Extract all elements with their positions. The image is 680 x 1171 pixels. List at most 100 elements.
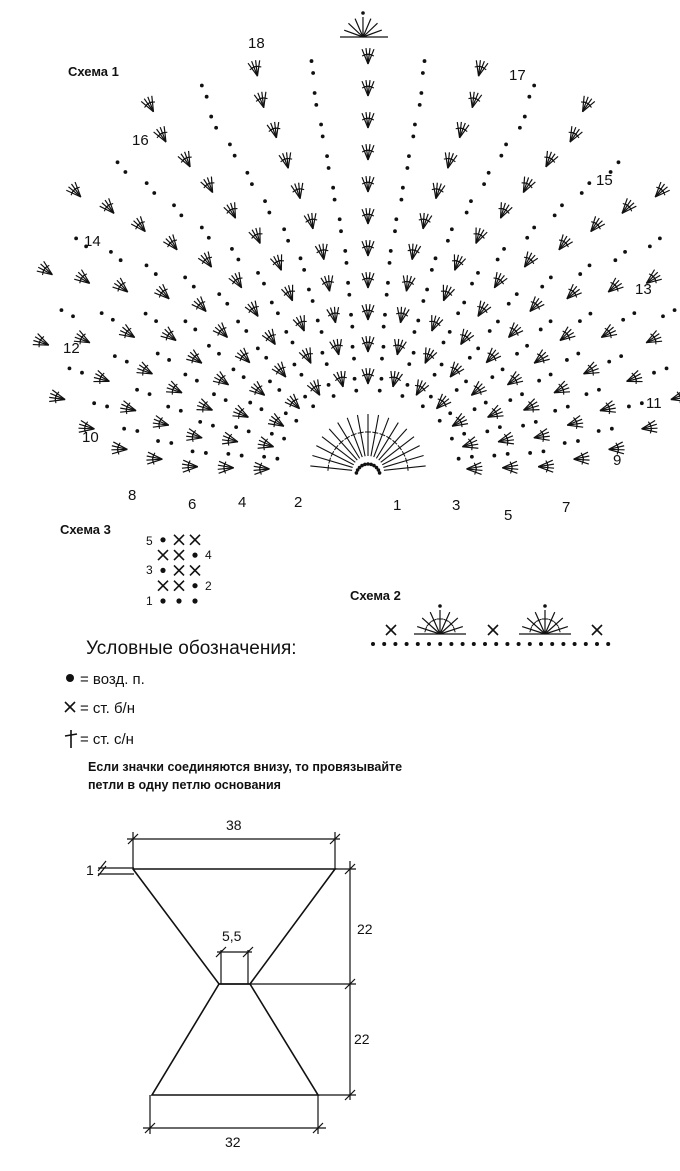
- stitch-cluster: [253, 91, 268, 109]
- chain-dot: [502, 247, 506, 251]
- stitch-cluster: [573, 451, 590, 465]
- stitch-cluster: [506, 371, 524, 386]
- chain-dot: [350, 344, 355, 349]
- chain-dot: [92, 401, 97, 406]
- chain-dot: [74, 236, 79, 241]
- chain-dot: [462, 300, 467, 305]
- chain-dot: [226, 451, 231, 456]
- chain-dot: [416, 318, 421, 323]
- chain-dot: [525, 235, 530, 240]
- row-number-8: 8: [128, 487, 136, 504]
- stitch-cluster: [407, 243, 422, 260]
- chain-dot: [419, 91, 424, 95]
- stitch-cluster: [497, 431, 515, 446]
- scheme-2-row: [371, 604, 611, 646]
- chain-dot: [193, 327, 198, 332]
- chain-dot: [469, 454, 474, 459]
- stitch-cluster: [267, 413, 285, 428]
- chain-dot: [469, 199, 473, 204]
- chain-dot: [496, 319, 500, 324]
- shell-fan: [414, 604, 466, 635]
- chain-dot: [154, 319, 158, 324]
- chain-dot: [606, 642, 611, 646]
- chain-dot: [122, 426, 127, 431]
- chain-dot: [315, 318, 320, 323]
- chain-dot: [143, 311, 148, 316]
- stitch-cluster: [361, 208, 375, 225]
- chain-dot: [608, 170, 613, 174]
- chain-dot: [672, 308, 677, 313]
- chain-dot: [657, 236, 662, 241]
- chain-dot: [616, 160, 621, 165]
- chain-dot: [387, 260, 392, 265]
- stitch-cluster: [163, 234, 178, 251]
- chain-dot: [565, 404, 570, 409]
- chain-dot: [552, 213, 557, 218]
- chain-dot: [483, 642, 487, 646]
- chain-dot: [613, 258, 618, 263]
- row-number-5: 5: [504, 507, 512, 524]
- legend: Условные обозначения: = возд. п. = ст. б…: [64, 638, 402, 792]
- chain-dot: [400, 394, 405, 398]
- stitch-cluster: [298, 347, 313, 364]
- chain-dot: [538, 327, 543, 332]
- chain-dot: [470, 281, 474, 286]
- chain-dot: [80, 370, 84, 375]
- chain-dot: [393, 642, 398, 646]
- cross-mark: [157, 549, 169, 561]
- chain-dot: [311, 71, 316, 75]
- chain-dot: [499, 153, 504, 158]
- chain-dot: [386, 280, 390, 285]
- stitch-cluster: [361, 240, 375, 257]
- chain-dot: [167, 358, 171, 362]
- chain-dot: [374, 465, 379, 470]
- stitch-cluster: [200, 176, 215, 193]
- dot-icon: [66, 674, 74, 682]
- row-number-16: 16: [132, 132, 149, 149]
- stitch-cluster: [553, 380, 571, 395]
- stitch-cluster: [234, 347, 251, 364]
- chain-dot: [417, 102, 422, 107]
- stitch-cluster: [402, 275, 416, 292]
- row-number-13: 13: [635, 281, 652, 298]
- stitch-cluster: [292, 315, 307, 332]
- chain-dot: [627, 404, 631, 409]
- shell-fan: [519, 604, 571, 635]
- chain-dot: [337, 217, 342, 222]
- chain-dot: [382, 642, 387, 646]
- chain-dot: [505, 642, 510, 646]
- chain-dot: [381, 344, 386, 349]
- chain-dot: [583, 642, 588, 646]
- stitch-cluster: [361, 304, 375, 321]
- scheme-1-title: Схема 1: [68, 64, 119, 79]
- cross-mark: [173, 534, 185, 546]
- chain-dot: [232, 153, 237, 158]
- chain-dot: [548, 319, 553, 324]
- cross-mark: [157, 580, 169, 592]
- stitch-cluster: [361, 368, 375, 385]
- stitch-cluster: [269, 254, 284, 271]
- legend-chain-stitch: = возд. п.: [80, 671, 145, 688]
- stitch-cluster: [393, 338, 407, 356]
- stitch-cluster: [281, 284, 296, 302]
- chain-dot: [246, 429, 251, 434]
- chain-dot: [464, 210, 469, 215]
- chain-dot: [369, 462, 373, 467]
- chain-dot: [178, 408, 183, 413]
- chain-dot: [647, 244, 652, 249]
- stitch-cluster: [600, 324, 618, 339]
- chain-dot: [355, 468, 360, 472]
- chain-dot: [360, 463, 364, 468]
- chain-dot: [584, 392, 589, 397]
- chain-dot: [532, 83, 537, 88]
- chain-dot: [548, 372, 553, 377]
- stitch-cluster: [621, 198, 637, 214]
- chain-dot: [192, 552, 198, 558]
- chain-dot: [326, 382, 331, 387]
- chain-dot: [124, 359, 129, 364]
- stitch-cluster: [49, 389, 66, 404]
- chain-dot: [290, 340, 295, 345]
- edge-label: 1: [86, 862, 94, 878]
- chain-dot: [587, 181, 592, 186]
